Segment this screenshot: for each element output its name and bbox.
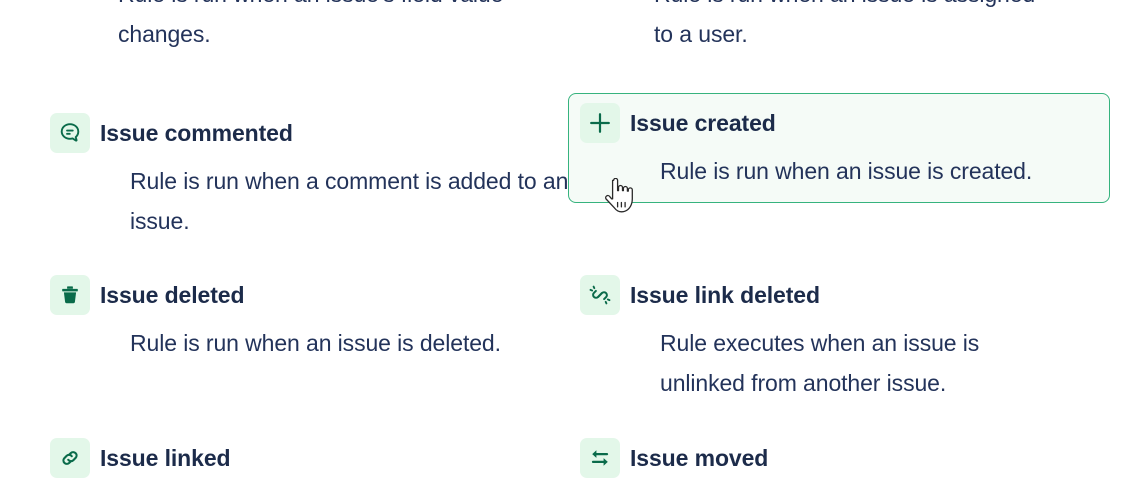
partial-trigger-description-left: Rule is run when an issue's field value … bbox=[118, 0, 503, 47]
trigger-header: Issue linked bbox=[50, 438, 546, 478]
trigger-card-issue-link-deleted[interactable]: Issue link deleted Rule executes when an… bbox=[568, 265, 1110, 415]
plus-icon bbox=[580, 103, 620, 143]
trigger-description: Rule is run when an issue is deleted. bbox=[130, 330, 501, 356]
trigger-description: Rule executes when an issue is unlinked … bbox=[660, 330, 980, 396]
trigger-title: Issue moved bbox=[630, 444, 769, 471]
trigger-title: Issue created bbox=[630, 109, 776, 136]
trigger-header: Issue moved bbox=[580, 438, 1098, 478]
move-arrows-icon bbox=[580, 438, 620, 478]
trigger-title: Issue commented bbox=[100, 119, 293, 146]
trigger-header: Issue created bbox=[580, 103, 1098, 143]
trash-icon bbox=[50, 275, 90, 315]
comment-icon bbox=[50, 113, 90, 153]
trigger-description: Rule is run when an issue is created. bbox=[660, 158, 1033, 184]
trigger-card-issue-linked[interactable]: Issue linked bbox=[38, 428, 558, 498]
trigger-card-issue-deleted[interactable]: Issue deleted Rule is run when an issue … bbox=[38, 265, 558, 375]
trigger-card-issue-commented[interactable]: Issue commented Rule is run when a comme… bbox=[38, 103, 568, 253]
broken-link-icon bbox=[580, 275, 620, 315]
trigger-header: Issue link deleted bbox=[580, 275, 1098, 315]
partial-trigger-description-right: Rule is run when an issue is assigned to… bbox=[654, 0, 1035, 47]
trigger-title: Issue link deleted bbox=[630, 281, 820, 308]
trigger-title: Issue deleted bbox=[100, 281, 245, 308]
trigger-card-issue-moved[interactable]: Issue moved bbox=[568, 428, 1110, 498]
link-icon bbox=[50, 438, 90, 478]
trigger-card-issue-created[interactable]: Issue created Rule is run when an issue … bbox=[568, 93, 1110, 203]
trigger-header: Issue commented bbox=[50, 113, 546, 153]
trigger-list: Rule is run when an issue's field value … bbox=[38, 0, 1110, 478]
trigger-title: Issue linked bbox=[100, 444, 231, 471]
trigger-description: Rule is run when a comment is added to a… bbox=[130, 168, 569, 234]
trigger-header: Issue deleted bbox=[50, 275, 546, 315]
